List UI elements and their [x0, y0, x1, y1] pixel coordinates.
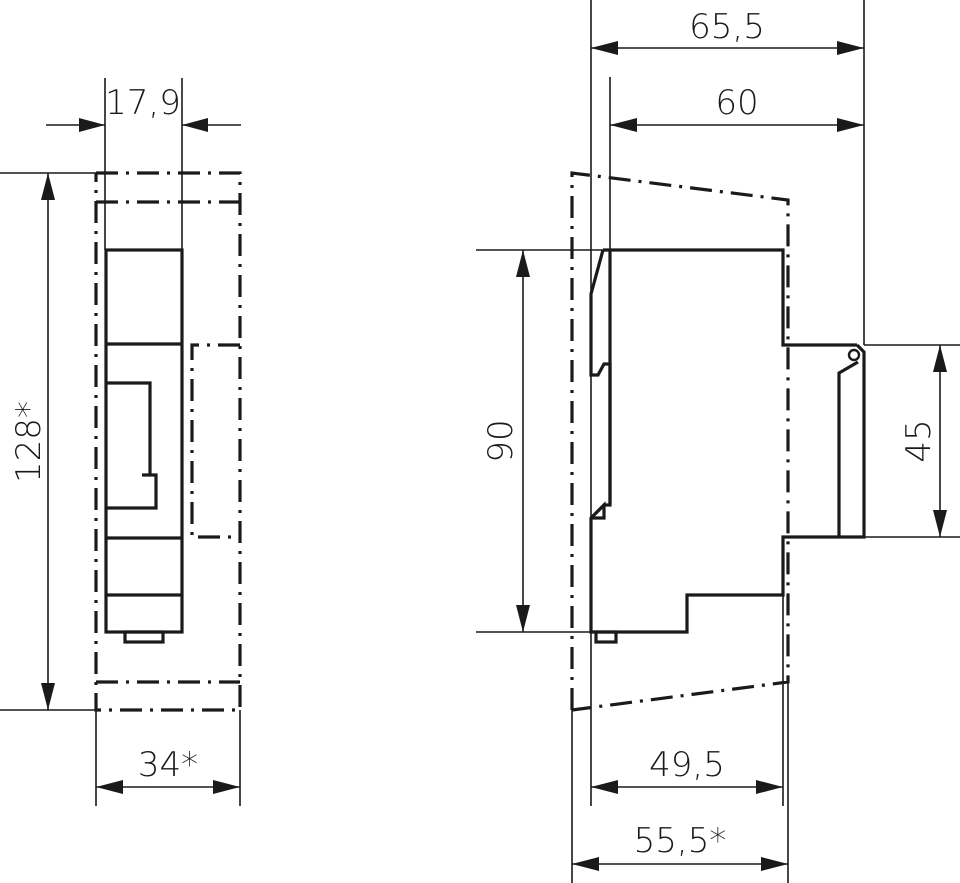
dim-height-front: 45 — [899, 419, 939, 462]
front-view: 17,9 128* 34* — [0, 78, 242, 806]
dim-width-max: 34* — [138, 745, 198, 785]
dim-width-module: 17,9 — [105, 83, 181, 123]
dim-height-body: 90 — [481, 419, 521, 462]
side-view: 65,5 60 90 45 — [476, 0, 960, 883]
dim-depth-max: 55,5* — [634, 821, 727, 861]
dim-depth-body: 60 — [715, 83, 758, 123]
dim-height-max: 128* — [9, 401, 49, 483]
dim-depth-rear: 49,5 — [649, 745, 725, 785]
dim-depth-total: 65,5 — [689, 7, 765, 47]
